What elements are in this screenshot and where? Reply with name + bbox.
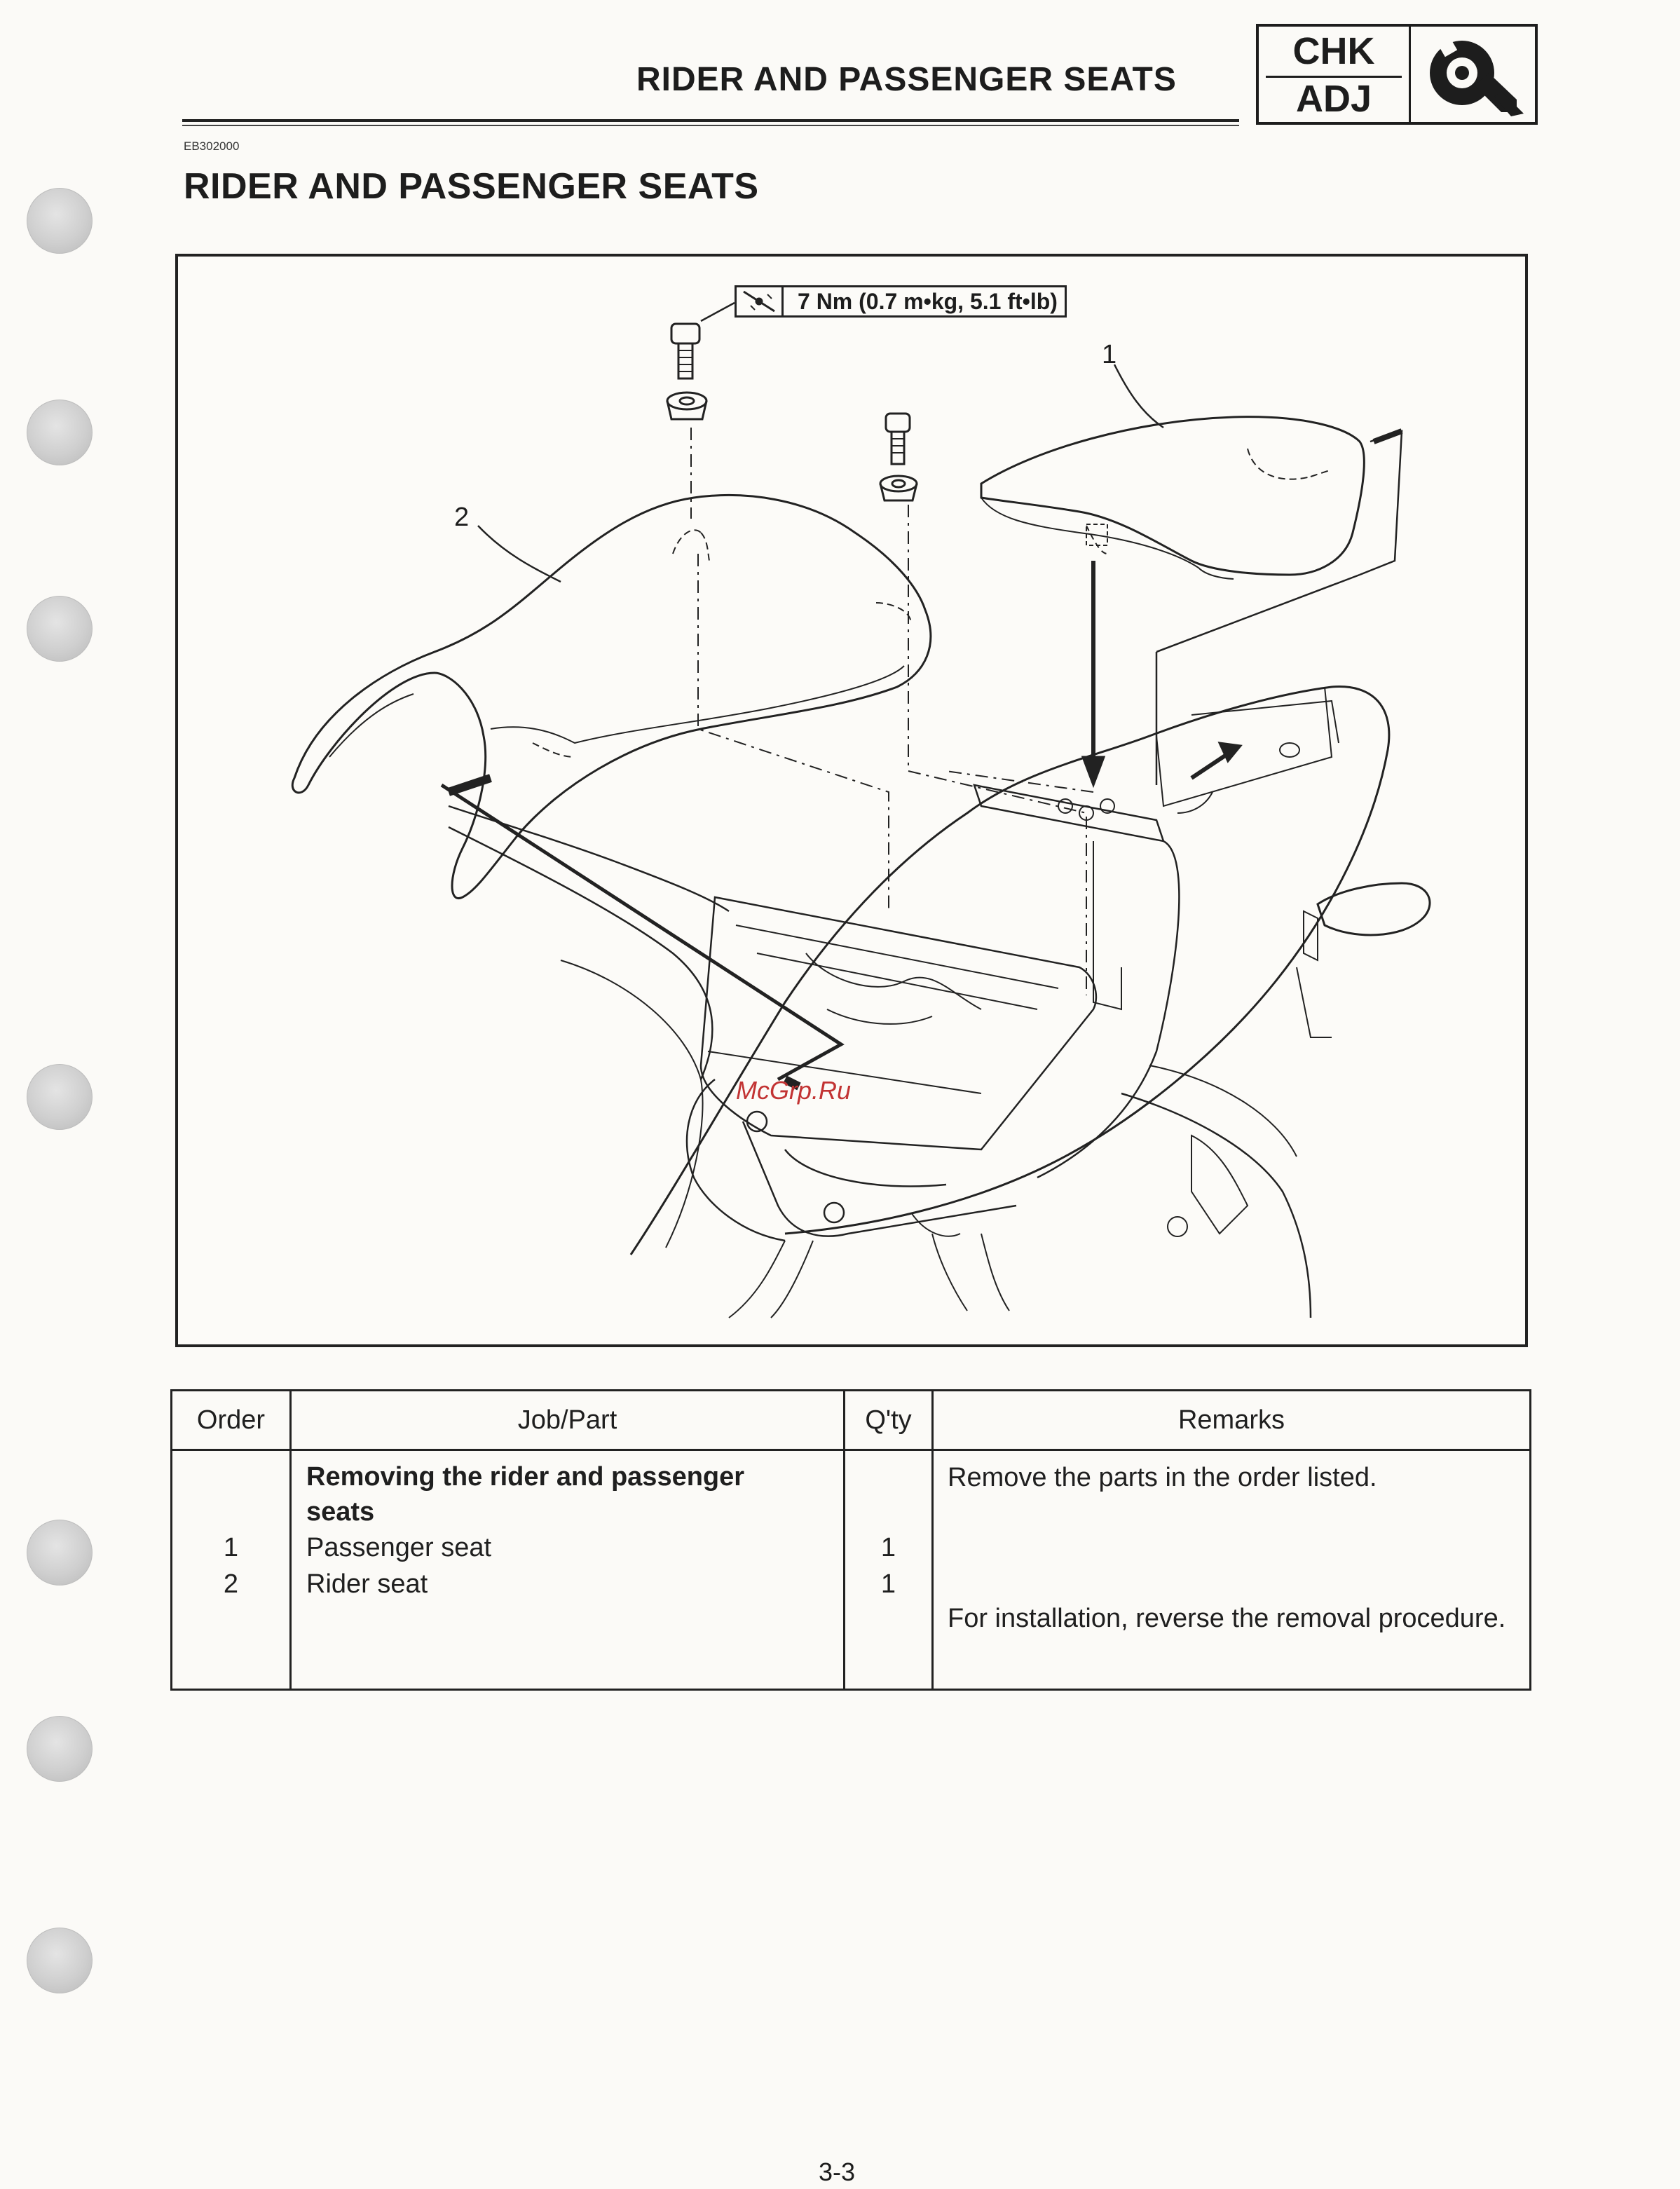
order-value: 1 bbox=[223, 1533, 239, 1562]
callout-2: 2 bbox=[454, 503, 470, 532]
job-heading: seats bbox=[306, 1497, 375, 1527]
torque-spec: 7 Nm (0.7 m•kg, 5.1 ft•lb) bbox=[798, 288, 1058, 314]
remark-text: For installation, reverse the removal pr… bbox=[948, 1604, 1506, 1633]
job-heading: Removing the rider and passenger bbox=[306, 1462, 745, 1492]
seat-bolt bbox=[885, 412, 911, 465]
binder-hole bbox=[27, 1520, 93, 1586]
motorcycle-tail-section bbox=[448, 686, 1431, 1318]
binder-hole bbox=[27, 1064, 93, 1130]
binder-hole bbox=[27, 1928, 93, 1993]
page-number: 3-3 bbox=[819, 2157, 856, 2186]
part-name: Passenger seat bbox=[306, 1533, 492, 1562]
qty-cell: 1 1 bbox=[843, 1450, 934, 1691]
watermark: McGrp.Ru bbox=[736, 1076, 852, 1105]
wrench-adjust-icon bbox=[1430, 34, 1524, 116]
remarks-cell: Remove the parts in the order listed. Fo… bbox=[931, 1450, 1531, 1691]
seat-bolt bbox=[670, 322, 701, 380]
part-name: Rider seat bbox=[306, 1569, 428, 1599]
rider-seat bbox=[291, 494, 932, 900]
header-order: Order bbox=[170, 1389, 292, 1451]
order-value: 2 bbox=[223, 1569, 239, 1599]
chk-adj-badge: CHK ADJ bbox=[1256, 24, 1538, 125]
header-rule bbox=[182, 119, 1239, 122]
remark-text: Remove the parts in the order listed. bbox=[948, 1463, 1377, 1492]
callout-1: 1 bbox=[1102, 340, 1117, 369]
binder-hole bbox=[27, 596, 93, 662]
header-qty: Q'ty bbox=[843, 1389, 934, 1451]
badge-adj-label: ADJ bbox=[1295, 78, 1372, 120]
section-title: RIDER AND PASSENGER SEATS bbox=[184, 166, 759, 207]
table-row: 1 2 Removing the rider and passenger sea… bbox=[170, 1450, 1531, 1691]
badge-divider bbox=[1409, 27, 1411, 122]
qty-value: 1 bbox=[880, 1569, 896, 1599]
torque-spec-box: 7 Nm (0.7 m•kg, 5.1 ft•lb) bbox=[735, 285, 1067, 318]
qty-value: 1 bbox=[880, 1533, 896, 1562]
header-rule bbox=[182, 125, 1239, 126]
header-job-part: Job/Part bbox=[289, 1389, 845, 1451]
running-header-title: RIDER AND PASSENGER SEATS bbox=[636, 61, 1177, 98]
passenger-seat bbox=[980, 416, 1365, 580]
seat-collar bbox=[666, 391, 708, 421]
binder-hole bbox=[27, 1716, 93, 1782]
order-cell: 1 2 bbox=[170, 1450, 292, 1691]
seat-collar bbox=[879, 475, 918, 502]
torque-wrench-icon bbox=[743, 287, 784, 315]
job-part-cell: Removing the rider and passenger seats P… bbox=[289, 1450, 845, 1691]
table-header-row: Order Job/Part Q'ty Remarks bbox=[170, 1389, 1531, 1451]
badge-midline bbox=[1266, 76, 1402, 78]
binder-hole bbox=[27, 400, 93, 465]
exploded-view-figure bbox=[175, 254, 1528, 1347]
binder-hole bbox=[27, 188, 93, 254]
parts-table: Order Job/Part Q'ty Remarks 1 2 Removing… bbox=[170, 1389, 1531, 1691]
badge-chk-label: CHK bbox=[1292, 30, 1375, 72]
section-code: EB302000 bbox=[184, 139, 240, 153]
header-remarks: Remarks bbox=[931, 1389, 1531, 1451]
